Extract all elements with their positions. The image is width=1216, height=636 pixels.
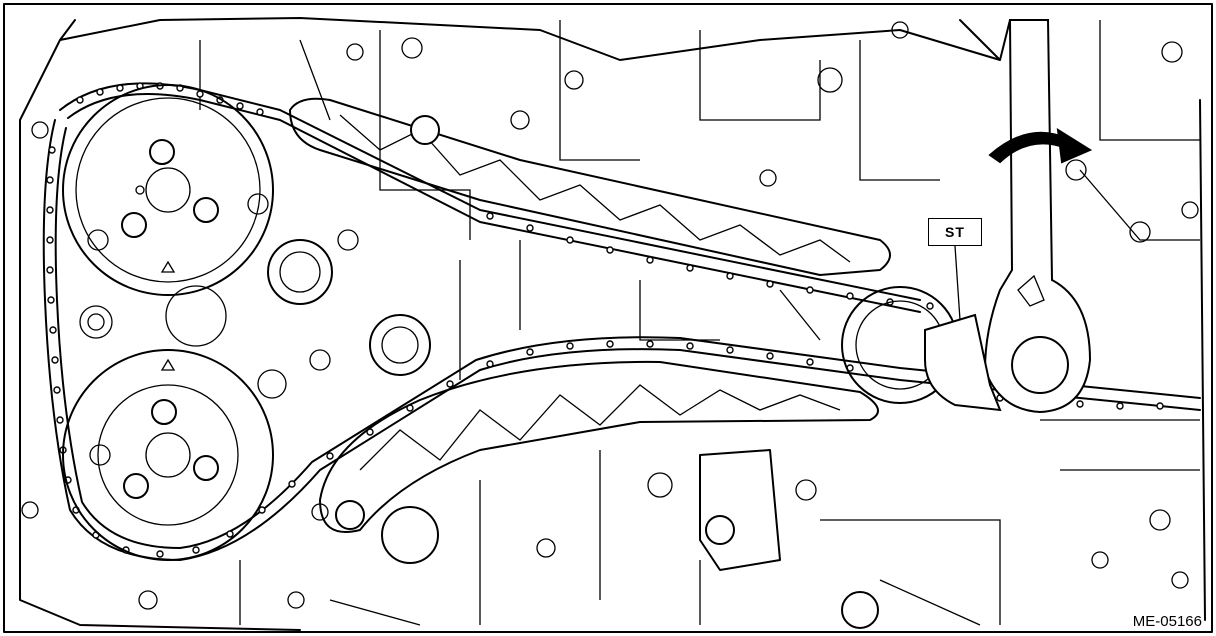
callout-leader-line <box>954 245 961 321</box>
housing-bolts <box>21 21 1199 629</box>
chain-tensioner-arm <box>319 360 879 533</box>
tensioner-bolt <box>705 515 735 545</box>
idler-gears <box>79 239 431 399</box>
upper-chain-guide <box>289 97 891 276</box>
exhaust-cam-sprocket <box>62 349 274 561</box>
housing-details <box>199 20 1200 626</box>
lower-chain-links <box>326 340 1164 460</box>
tensioner-arm-ribs <box>359 384 841 471</box>
special-tool-wrench <box>924 19 1092 414</box>
left-timing-chain-inner <box>54 93 1201 549</box>
figure-frame <box>3 3 1213 633</box>
figure-code: ME-05166 <box>1132 613 1202 630</box>
engine-housing-outline <box>19 17 1206 631</box>
intake-cam-sprocket <box>62 84 274 296</box>
guide-bolt <box>410 115 440 145</box>
left-chain-links <box>46 146 296 558</box>
chain-tensioner-body <box>699 449 781 571</box>
tensioner-pivot <box>335 500 365 530</box>
special-tool-callout: ST <box>928 218 982 246</box>
upper-chain-links <box>76 82 934 310</box>
rotation-arrow-icon <box>988 128 1093 164</box>
